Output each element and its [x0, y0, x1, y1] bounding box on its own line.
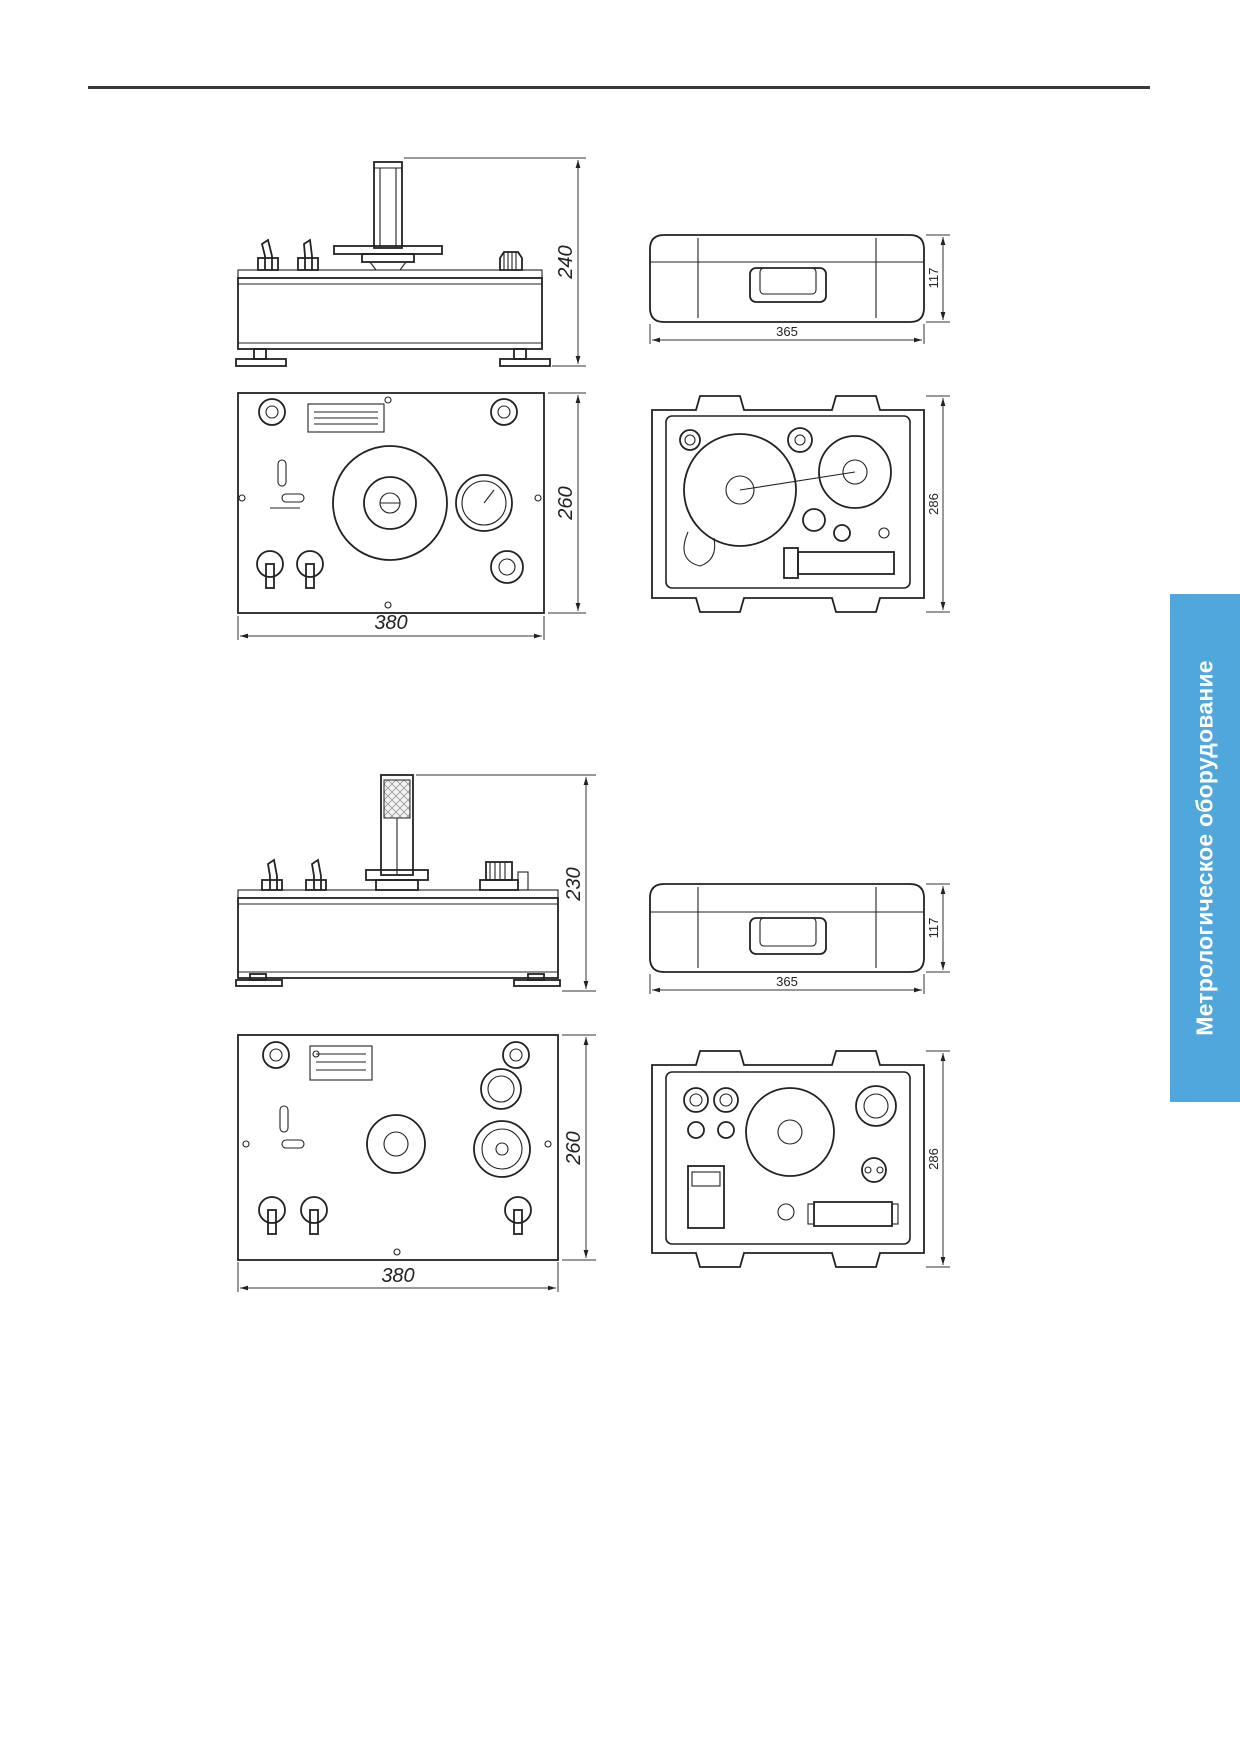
dimension-width-1: 380 — [237, 612, 545, 640]
dimension-height-1: 240 — [404, 157, 586, 367]
dim-label-front-height-1: 240 — [555, 245, 577, 279]
dimension-depth-2: 260 — [562, 1034, 596, 1261]
case-depth-dimension-1: 286 — [926, 395, 950, 613]
dimension-width-2: 380 — [237, 1262, 559, 1292]
dimension-depth-1: 260 — [548, 392, 586, 614]
dim-label-plan-depth-2: 260 — [563, 1131, 585, 1165]
top-view-2 — [237, 1034, 559, 1261]
top-view-1 — [237, 392, 545, 614]
case-dimensions-2: 117 365 — [649, 883, 950, 994]
case-depth-dimension-2: 286 — [926, 1050, 950, 1268]
front-view-1 — [235, 161, 551, 367]
header-rule — [88, 86, 1150, 89]
dimension-height-2: 230 — [416, 774, 596, 992]
dim-label-plan-depth-1: 260 — [555, 486, 577, 520]
case-open-view-2 — [651, 1050, 925, 1268]
dim-label-case-width-2: 365 — [776, 974, 798, 989]
dim-label-case-height-2: 117 — [926, 918, 941, 939]
dim-label-front-height-2: 230 — [563, 867, 585, 901]
dim-label-plan-width-2: 380 — [381, 1265, 414, 1287]
case-side-view-1 — [649, 234, 925, 323]
section-tab[interactable]: Метрологическое оборудование — [1170, 594, 1240, 1102]
dim-label-case-height-1: 117 — [926, 268, 941, 289]
case-open-view-1 — [651, 395, 925, 613]
case-dimensions-1: 117 365 — [649, 234, 950, 344]
dim-label-plan-width-1: 380 — [374, 612, 407, 634]
dim-label-case-depth-1: 286 — [926, 493, 941, 515]
case-side-view-2 — [649, 883, 925, 973]
dim-label-case-depth-2: 286 — [926, 1148, 941, 1170]
dim-label-case-width-1: 365 — [776, 324, 798, 339]
front-view-2 — [235, 774, 561, 987]
